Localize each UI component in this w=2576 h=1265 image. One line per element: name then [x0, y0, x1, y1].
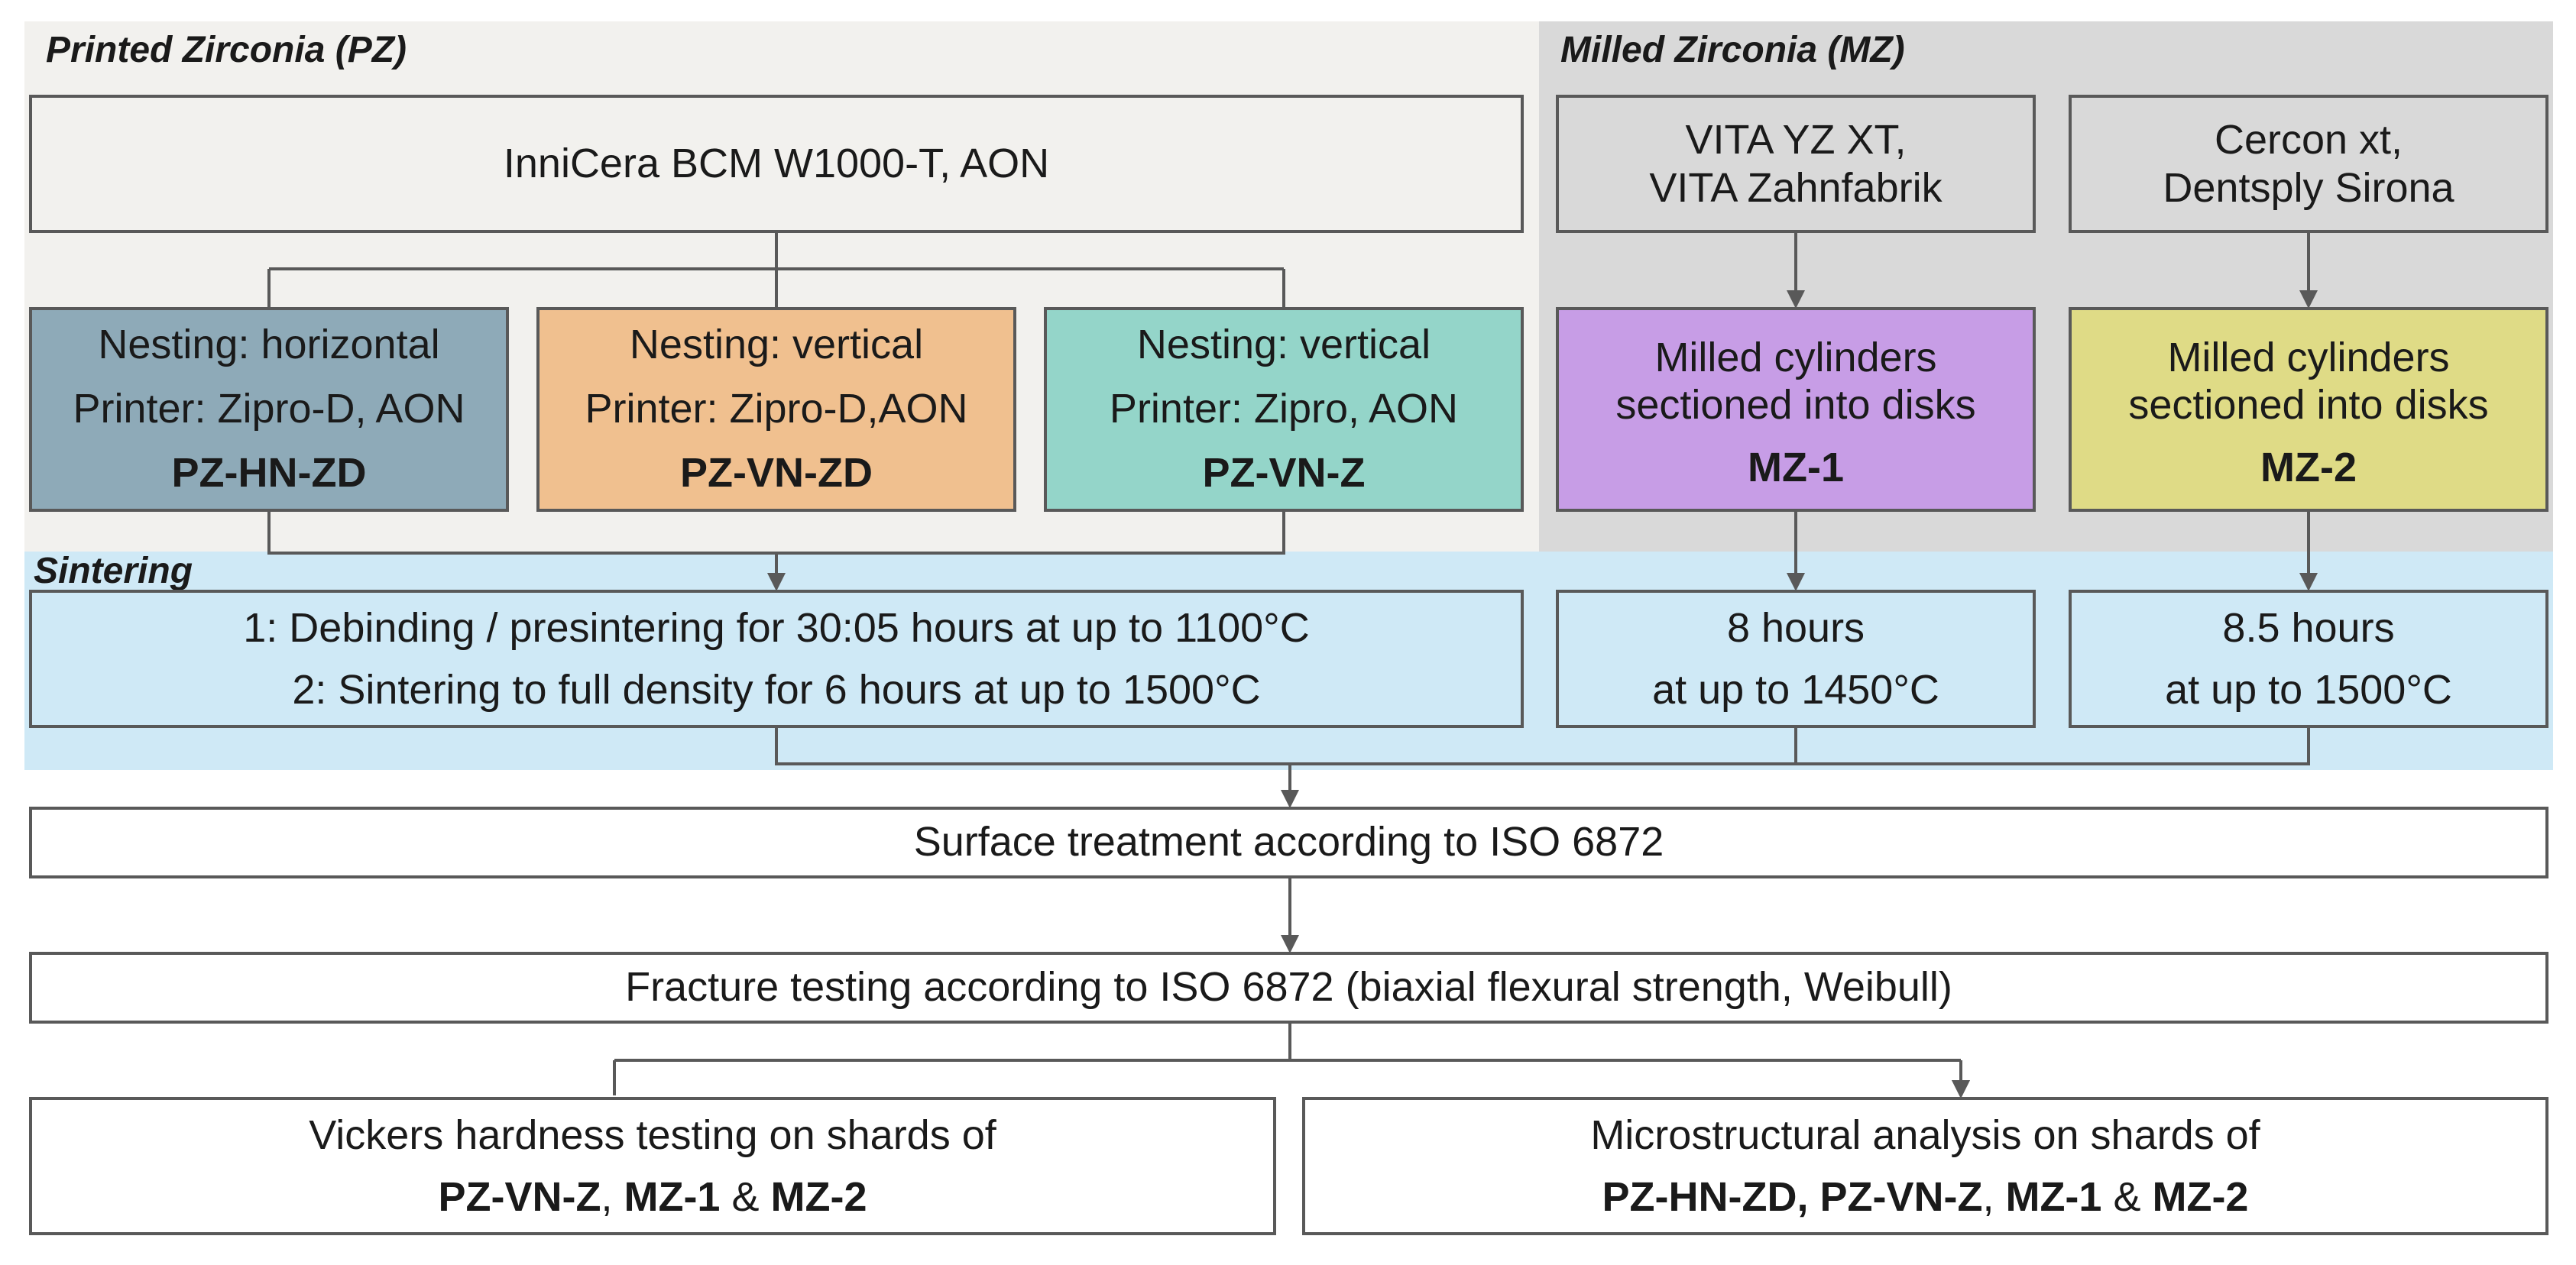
- sintering-mz1-box: 8 hours at up to 1450°C: [1556, 590, 2036, 728]
- connector-fracture-split: [613, 1024, 1961, 1095]
- vickers-group-2: MZ-1: [624, 1173, 721, 1220]
- vickers-group-3: MZ-2: [770, 1173, 867, 1220]
- sintering-pz-line2: 2: Sintering to full density for 6 hours…: [292, 666, 1261, 713]
- micro-group-2: MZ-1: [2005, 1173, 2102, 1220]
- microstructural-box: Microstructural analysis on shards of PZ…: [1302, 1097, 2548, 1235]
- milled-zirconia-label: Milled Zirconia (MZ): [1560, 30, 1905, 70]
- group-line1: Nesting: vertical: [1136, 322, 1431, 368]
- pz-source-text: InniCera BCM W1000-T, AON: [503, 140, 1050, 186]
- group-line2: sectioned into disks: [2128, 381, 2489, 428]
- micro-separator: ,: [1982, 1173, 2006, 1220]
- vickers-line1: Vickers hardness testing on shards of: [309, 1111, 996, 1158]
- sintering-label: Sintering: [34, 551, 193, 591]
- fracture-testing-text: Fracture testing according to ISO 6872 (…: [625, 964, 1952, 1011]
- group-code: PZ-HN-ZD: [171, 449, 367, 496]
- group-line1: Milled cylinders: [2167, 334, 2450, 380]
- group-line2: sectioned into disks: [1615, 381, 1976, 428]
- vickers-separator: ,: [601, 1173, 624, 1220]
- micro-ampersand: &: [2101, 1173, 2153, 1220]
- vickers-line2: PZ-VN-Z, MZ-1 & MZ-2: [439, 1166, 867, 1228]
- mz2-source-line2: Dentsply Sirona: [2163, 164, 2454, 211]
- connector-sinter-merge: [775, 728, 2310, 805]
- mz2-source-box: Cercon xt, Dentsply Sirona: [2069, 95, 2548, 233]
- vickers-box: Vickers hardness testing on shards of PZ…: [29, 1097, 1276, 1235]
- micro-line2: PZ-HN-ZD, PZ-VN-Z, MZ-1 & MZ-2: [1602, 1166, 2249, 1228]
- group-box-mz-2: Milled cylinders sectioned into disks MZ…: [2069, 307, 2548, 512]
- connector-pz-merge: [267, 510, 1285, 588]
- sintering-mz1-line1: 8 hours: [1726, 604, 1865, 651]
- group-line2: Printer: Zipro-D, AON: [73, 386, 465, 432]
- vickers-ampersand: &: [720, 1173, 771, 1220]
- connector-pz-fanout: [267, 233, 1285, 307]
- sintering-pz-line1: 1: Debinding / presintering for 30:05 ho…: [243, 604, 1310, 651]
- micro-group-1: PZ-HN-ZD, PZ-VN-Z: [1602, 1173, 1983, 1220]
- group-code: MZ-1: [1748, 445, 1844, 491]
- mz2-source-line1: Cercon xt,: [2214, 117, 2403, 163]
- micro-line1: Microstructural analysis on shards of: [1590, 1111, 2260, 1158]
- mz1-source-line2: VITA Zahnfabrik: [1649, 164, 1943, 211]
- group-box-pz-vn-zd: Nesting: vertical Printer: Zipro-D,AON P…: [536, 307, 1016, 512]
- pz-source-box: InniCera BCM W1000-T, AON: [29, 95, 1524, 233]
- group-code: PZ-VN-ZD: [680, 449, 873, 496]
- sintering-mz2-line2: at up to 1500°C: [2165, 666, 2452, 713]
- group-line2: Printer: Zipro, AON: [1109, 386, 1459, 432]
- vickers-group-1: PZ-VN-Z: [438, 1173, 601, 1220]
- mz1-source-box: VITA YZ XT, VITA Zahnfabrik: [1556, 95, 2036, 233]
- surface-treatment-box: Surface treatment according to ISO 6872: [29, 807, 2548, 878]
- surface-treatment-text: Surface treatment according to ISO 6872: [913, 819, 1664, 865]
- printed-zirconia-label: Printed Zirconia (PZ): [46, 30, 407, 70]
- mz1-source-line1: VITA YZ XT,: [1685, 117, 1907, 163]
- micro-group-3: MZ-2: [2152, 1173, 2249, 1220]
- group-line1: Nesting: vertical: [629, 322, 924, 368]
- group-box-mz-1: Milled cylinders sectioned into disks MZ…: [1556, 307, 2036, 512]
- fracture-testing-box: Fracture testing according to ISO 6872 (…: [29, 952, 2548, 1024]
- group-box-pz-vn-z: Nesting: vertical Printer: Zipro, AON PZ…: [1044, 307, 1524, 512]
- group-line1: Nesting: horizontal: [98, 322, 440, 368]
- group-code: PZ-VN-Z: [1202, 449, 1366, 496]
- group-line2: Printer: Zipro-D,AON: [585, 386, 968, 432]
- sintering-mz1-line2: at up to 1450°C: [1652, 666, 1939, 713]
- group-line1: Milled cylinders: [1654, 334, 1937, 380]
- group-box-pz-hn-zd: Nesting: horizontal Printer: Zipro-D, AO…: [29, 307, 509, 512]
- sintering-pz-box: 1: Debinding / presintering for 30:05 ho…: [29, 590, 1524, 728]
- group-code: MZ-2: [2260, 445, 2357, 491]
- sintering-mz2-box: 8.5 hours at up to 1500°C: [2069, 590, 2548, 728]
- sintering-mz2-line1: 8.5 hours: [2222, 604, 2395, 651]
